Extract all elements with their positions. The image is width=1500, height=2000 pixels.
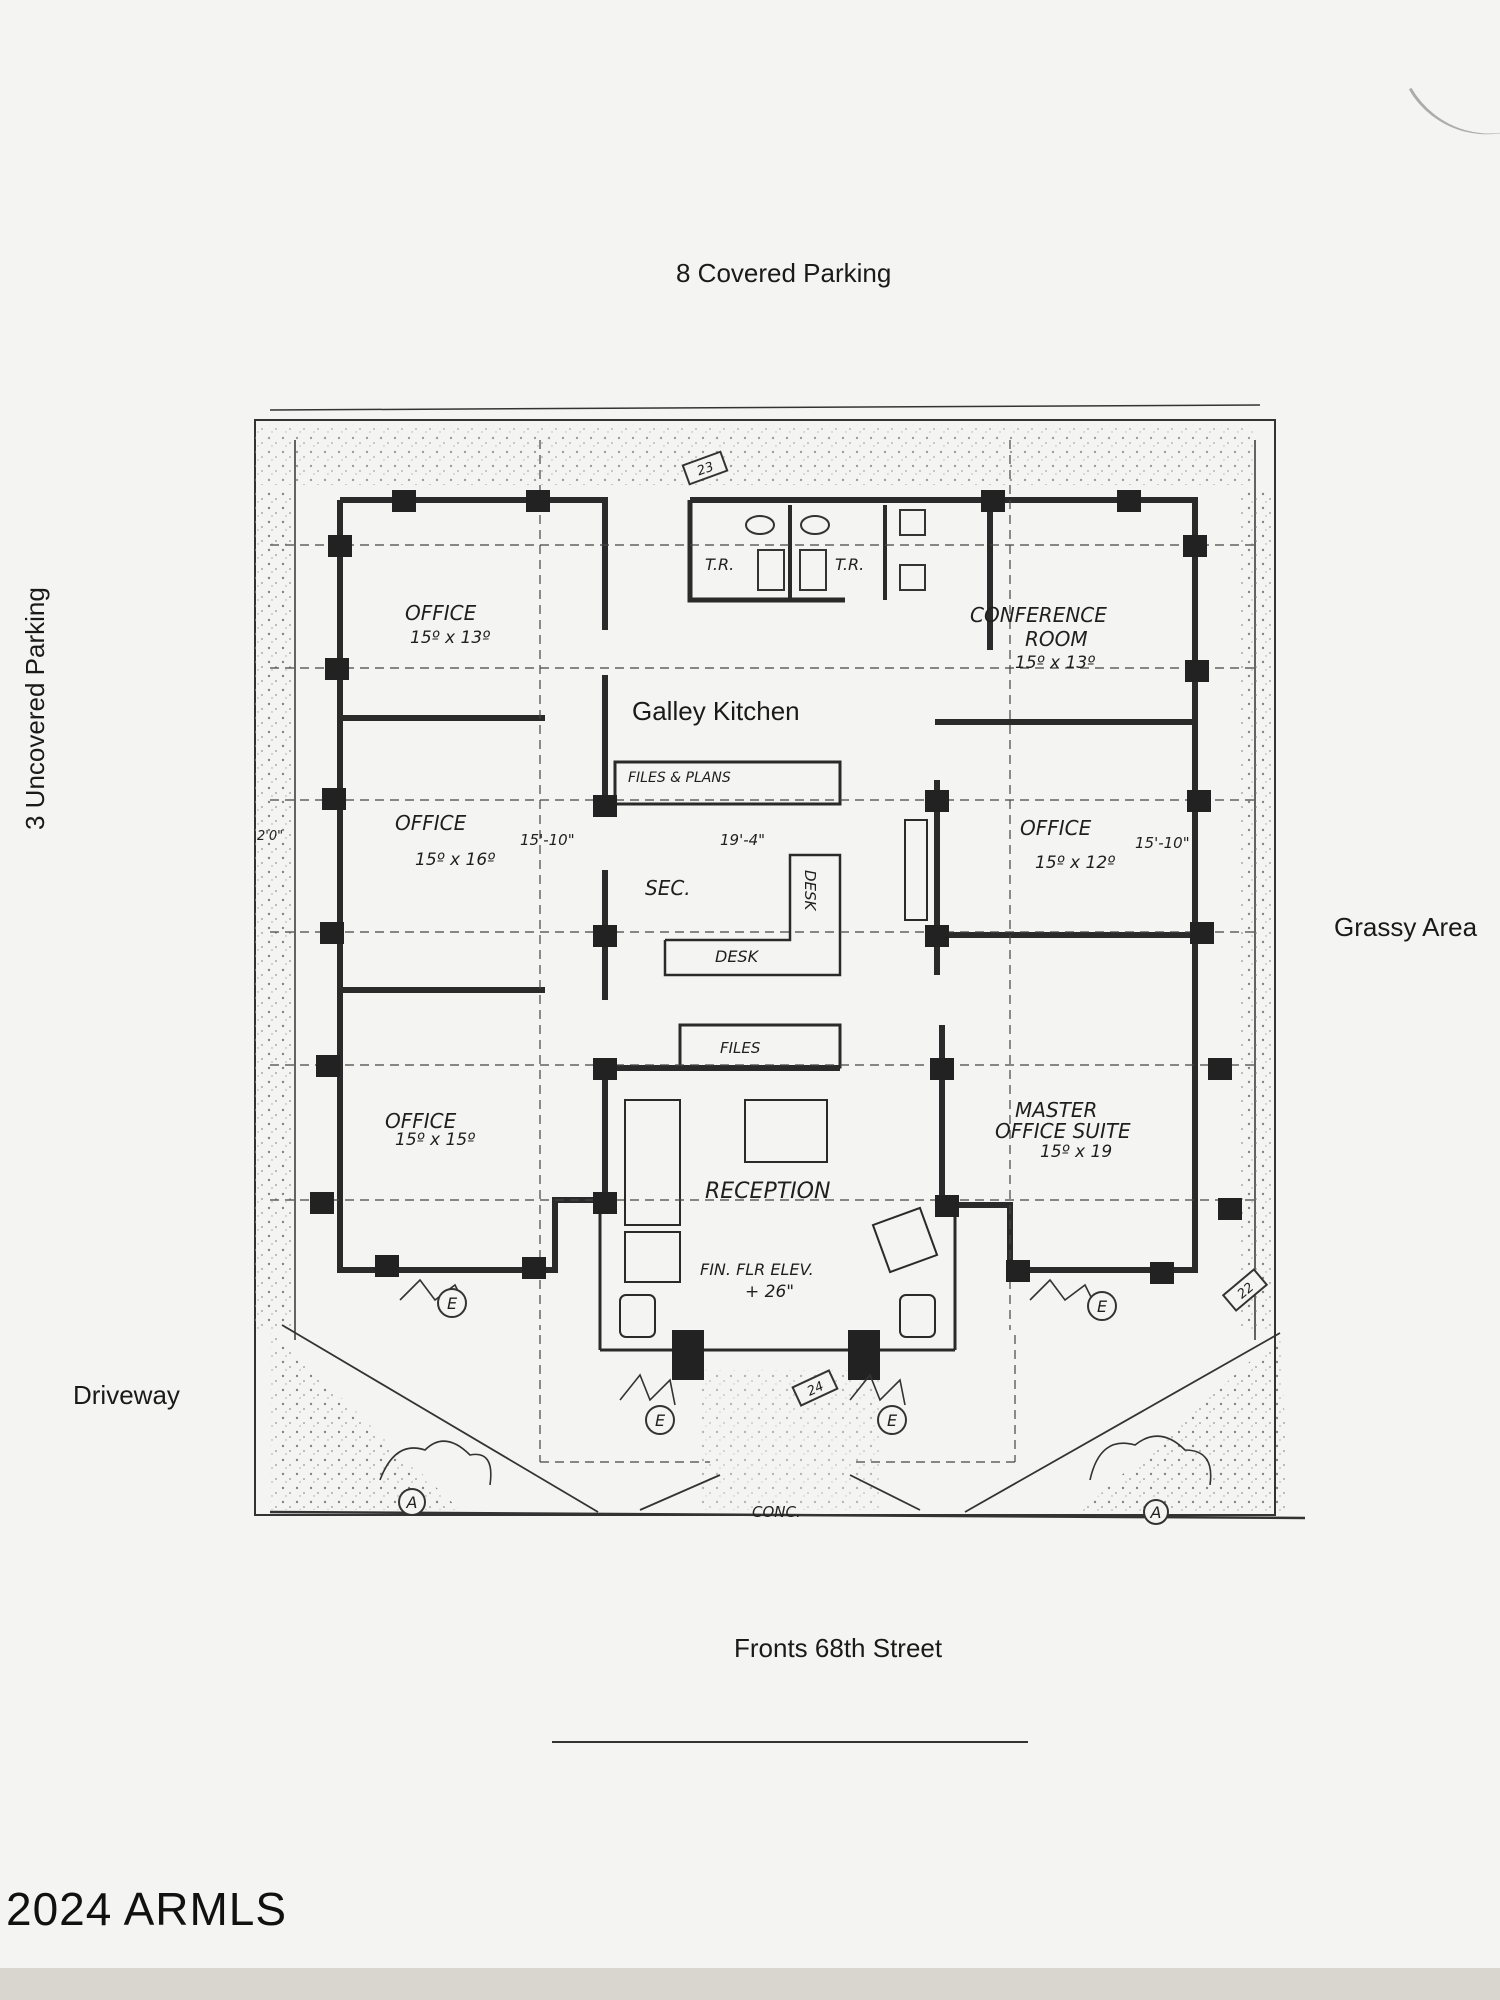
center-width-dimension: 19'-4" [720, 831, 765, 849]
restroom-fixtures [745, 509, 926, 591]
signature-line [552, 1741, 1028, 1743]
plant-tag-e-3: E [655, 1411, 666, 1430]
office-top-left-size: 15º x 13º [410, 628, 490, 648]
left-edge-dimension: 2'0" [257, 829, 283, 844]
reception-label: RECEPTION [705, 1179, 830, 1204]
elevation-tags [681, 450, 1269, 1407]
plant-tag-a-2: A [1150, 1503, 1162, 1522]
street-frontage-label: Fronts 68th Street [734, 1633, 943, 1663]
conference-room-name-2: ROOM [1025, 627, 1088, 651]
galley-kitchen-label: Galley Kitchen [632, 696, 800, 726]
elevation-front: 24 [805, 1379, 826, 1400]
landscape-shrubs [379, 1278, 1212, 1486]
desk-horizontal-label: DESK [715, 947, 760, 966]
left-width-dimension: 15'-10" [520, 831, 575, 849]
office-bottom-left-name: OFFICE [385, 1109, 457, 1133]
finish-floor-elevation: + 26" [745, 1282, 794, 1302]
plant-tag-e-2: E [1097, 1297, 1108, 1316]
finish-floor-label: FIN. FLR ELEV. [700, 1260, 814, 1279]
concrete-label: CONC. [752, 1503, 801, 1521]
stipple-areas [255, 425, 1290, 1512]
driveway-lines [281, 1324, 1281, 1513]
elevation-top: 23 [695, 460, 716, 480]
desk-vertical-label: DESK [801, 870, 819, 912]
plant-tag-a-1: A [406, 1493, 418, 1512]
plant-tags [398, 1288, 1169, 1525]
office-mid-left-size: 15º x 16º [415, 850, 495, 870]
office-top-left-name: OFFICE [405, 601, 477, 625]
structural-columns [310, 490, 1242, 1380]
restroom-right-label: T.R. [835, 555, 864, 574]
right-width-dimension: 15'-10" [1135, 834, 1190, 852]
office-mid-left-name: OFFICE [395, 811, 467, 835]
master-suite-name: MASTER [1015, 1098, 1097, 1122]
master-suite-size: 15º x 19 [1040, 1142, 1112, 1162]
restroom-left-label: T.R. [705, 555, 734, 574]
conference-room-size: 15º x 13º [1015, 653, 1095, 673]
secretary-label: SEC. [645, 876, 691, 900]
armls-watermark: 2024 ARMLS [6, 1883, 288, 1935]
conference-room-name: CONFERENCE [970, 603, 1107, 627]
grassy-area-label: Grassy Area [1334, 912, 1478, 942]
master-suite-name-2: OFFICE SUITE [995, 1119, 1131, 1143]
dimension-grid [270, 440, 1260, 1463]
covered-parking-label: 8 Covered Parking [676, 258, 892, 288]
plant-tag-e-4: E [887, 1411, 898, 1430]
files-label: FILES [720, 1039, 761, 1057]
office-bottom-left-size: 15º x 15º [395, 1130, 475, 1150]
plant-tag-e-1: E [447, 1294, 458, 1313]
driveway-label: Driveway [73, 1380, 180, 1410]
office-mid-right-size: 15º x 12º [1035, 853, 1115, 873]
office-mid-right-name: OFFICE [1020, 816, 1092, 840]
floor-tile-strip [0, 1968, 1500, 2000]
files-plans-label: FILES & PLANS [628, 770, 731, 786]
